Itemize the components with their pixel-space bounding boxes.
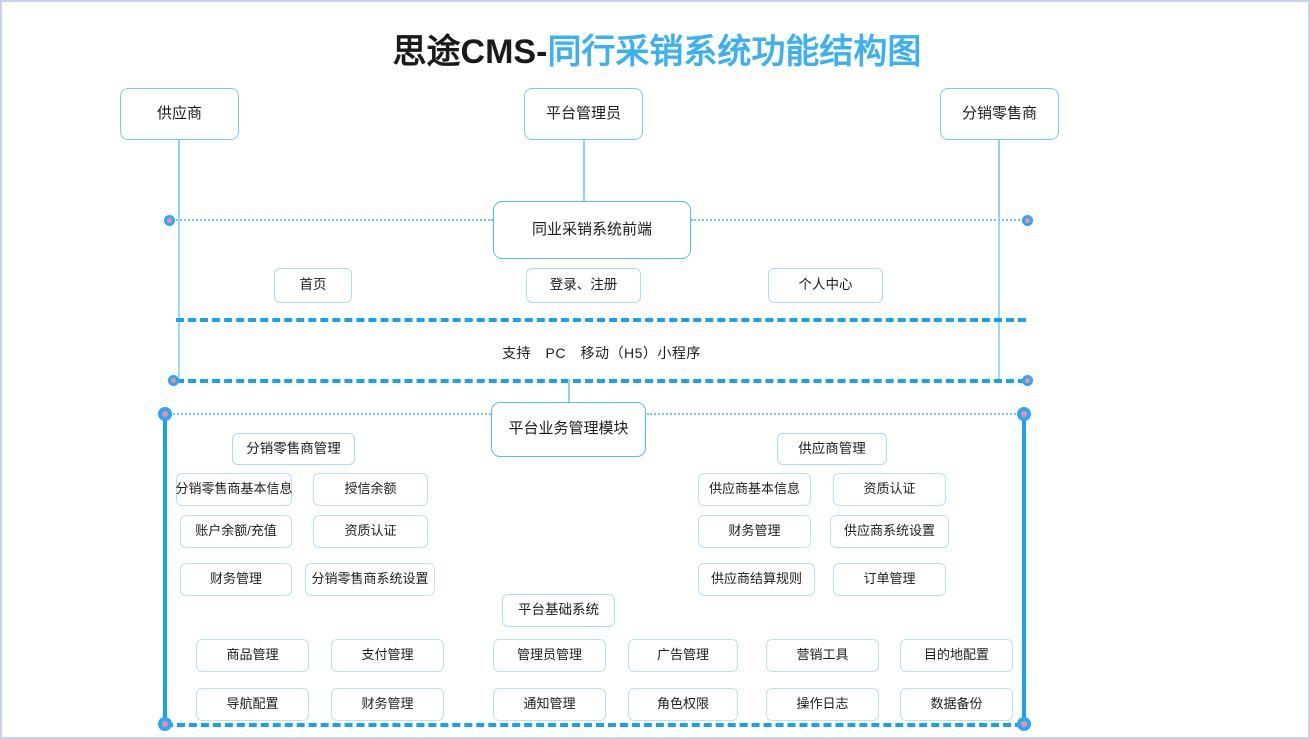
frontend-module-login-register[interactable]: 登录、注册 xyxy=(526,268,641,303)
region-frontend-top-left xyxy=(169,219,493,221)
region-platform-right-border xyxy=(1022,413,1026,724)
frontend-module-login-register-label: 登录、注册 xyxy=(549,277,618,293)
connector-admin-down xyxy=(583,140,585,202)
distributor-item-system-settings[interactable]: 分销零售商系统设置 xyxy=(305,563,435,596)
region-platform-marker-topleft xyxy=(159,408,171,420)
base-item-ad-management-label: 广告管理 xyxy=(656,647,709,663)
platform-hub-label: 平台业务管理模块 xyxy=(508,420,629,438)
region-platform-top-right xyxy=(647,413,1024,415)
supplier-item-qualification[interactable]: 资质认证 xyxy=(833,473,946,506)
role-label-platform-admin: 平台管理员 xyxy=(545,104,621,122)
region-frontend-marker-bottomleft xyxy=(168,375,178,385)
frontend-module-user-center-label: 个人中心 xyxy=(798,277,853,293)
base-item-finance-management-label: 财务管理 xyxy=(361,696,414,712)
connector-distributor-down xyxy=(998,140,1000,218)
group-title-distributor-label: 分销零售商管理 xyxy=(246,440,341,456)
group-title-base-system-label: 平台基础系统 xyxy=(518,602,599,618)
region-platform-top-left xyxy=(168,413,491,415)
region-frontend-right-border xyxy=(998,218,1000,380)
base-item-notice-management[interactable]: 通知管理 xyxy=(493,688,606,721)
supplier-item-finance-label: 财务管理 xyxy=(728,523,781,539)
page-title-blue: 同行采销系统功能结构图 xyxy=(547,33,922,71)
distributor-item-basic-info[interactable]: 分销零售商基本信息 xyxy=(175,473,293,506)
group-title-distributor[interactable]: 分销零售商管理 xyxy=(232,433,355,465)
role-box-supplier[interactable]: 供应商 xyxy=(120,88,239,140)
region-frontend-divider xyxy=(176,318,1026,322)
distributor-item-finance[interactable]: 财务管理 xyxy=(180,563,292,596)
distributor-item-system-settings-label: 分销零售商系统设置 xyxy=(311,571,429,587)
supplier-item-settlement-rule[interactable]: 供应商结算规则 xyxy=(698,563,815,596)
region-platform-marker-bottomright xyxy=(1018,718,1030,730)
distributor-item-finance-label: 财务管理 xyxy=(209,571,262,587)
distributor-item-qualification[interactable]: 资质认证 xyxy=(313,515,428,548)
supplier-item-basic-info-label: 供应商基本信息 xyxy=(708,481,800,497)
role-box-platform-admin[interactable]: 平台管理员 xyxy=(524,88,643,140)
base-item-destination-config[interactable]: 目的地配置 xyxy=(900,639,1013,672)
base-item-operation-log[interactable]: 操作日志 xyxy=(766,688,879,721)
region-frontend-top-right xyxy=(691,219,1027,221)
base-item-admin-management-label: 管理员管理 xyxy=(516,647,582,663)
distributor-item-account-balance[interactable]: 账户余额/充值 xyxy=(180,515,292,548)
base-item-marketing-tools[interactable]: 营销工具 xyxy=(766,639,879,672)
base-item-operation-log-label: 操作日志 xyxy=(796,696,849,712)
base-item-role-permission[interactable]: 角色权限 xyxy=(628,688,738,721)
platform-hub-box[interactable]: 平台业务管理模块 xyxy=(491,402,646,457)
supplier-item-order-management-label: 订单管理 xyxy=(863,571,916,587)
base-item-payment-management-label: 支付管理 xyxy=(361,647,414,663)
page-title: 思途CMS-同行采销系统功能结构图 xyxy=(2,24,1308,73)
base-item-destination-config-label: 目的地配置 xyxy=(923,647,989,663)
base-item-role-permission-label: 角色权限 xyxy=(656,696,709,712)
region-frontend-marker-topleft xyxy=(164,215,174,225)
supplier-item-settlement-rule-label: 供应商结算规则 xyxy=(710,571,802,587)
region-frontend-bottom xyxy=(176,379,1026,383)
frontend-hub-box[interactable]: 同业采销系统前端 xyxy=(493,201,691,259)
supplier-item-finance[interactable]: 财务管理 xyxy=(698,515,811,548)
supplier-item-basic-info[interactable]: 供应商基本信息 xyxy=(698,473,811,506)
supplier-item-order-management[interactable]: 订单管理 xyxy=(833,563,946,596)
role-box-distributor[interactable]: 分销零售商 xyxy=(940,88,1059,140)
base-item-data-backup[interactable]: 数据备份 xyxy=(900,688,1013,721)
distributor-item-qualification-label: 资质认证 xyxy=(344,523,397,539)
base-item-nav-config[interactable]: 导航配置 xyxy=(196,688,309,721)
distributor-item-account-balance-label: 账户余额/充值 xyxy=(195,523,277,539)
group-title-base-system[interactable]: 平台基础系统 xyxy=(502,594,615,627)
frontend-module-home[interactable]: 首页 xyxy=(274,268,352,303)
distributor-item-basic-info-label: 分销零售商基本信息 xyxy=(175,481,293,497)
base-item-admin-management[interactable]: 管理员管理 xyxy=(493,639,606,672)
supplier-item-system-settings[interactable]: 供应商系统设置 xyxy=(830,515,949,548)
base-item-ad-management[interactable]: 广告管理 xyxy=(628,639,738,672)
frontend-module-user-center[interactable]: 个人中心 xyxy=(768,268,883,303)
supplier-item-qualification-label: 资质认证 xyxy=(863,481,916,497)
role-label-distributor: 分销零售商 xyxy=(961,104,1037,122)
supplier-item-system-settings-label: 供应商系统设置 xyxy=(843,523,935,539)
base-item-product-management[interactable]: 商品管理 xyxy=(196,639,309,672)
base-item-notice-management-label: 通知管理 xyxy=(523,696,576,712)
role-label-supplier: 供应商 xyxy=(156,104,202,122)
frontend-module-home-label: 首页 xyxy=(299,277,327,293)
region-frontend-left-border xyxy=(178,218,180,380)
region-platform-left-border xyxy=(163,413,167,724)
connector-frontend-to-platform xyxy=(568,379,570,412)
base-item-marketing-tools-label: 营销工具 xyxy=(796,647,849,663)
region-platform-marker-topright xyxy=(1018,408,1030,420)
frontend-hub-label: 同业采销系统前端 xyxy=(531,220,652,238)
base-item-payment-management[interactable]: 支付管理 xyxy=(331,639,444,672)
base-item-nav-config-label: 导航配置 xyxy=(226,696,279,712)
page-title-dark: 思途CMS- xyxy=(392,33,548,71)
base-item-data-backup-label: 数据备份 xyxy=(930,696,983,712)
group-title-supplier[interactable]: 供应商管理 xyxy=(777,433,887,465)
support-platform-text: 支持 PC 移动（H5）小程序 xyxy=(502,345,701,361)
group-title-supplier-label: 供应商管理 xyxy=(798,440,866,456)
distributor-item-credit-balance-label: 授信余额 xyxy=(344,481,397,497)
region-frontend-marker-bottomright xyxy=(1022,375,1032,385)
region-platform-bottom xyxy=(165,723,1023,727)
connector-supplier-down xyxy=(178,140,180,218)
region-platform-marker-bottomleft xyxy=(159,718,171,730)
distributor-item-credit-balance[interactable]: 授信余额 xyxy=(313,473,428,506)
region-frontend-marker-topright xyxy=(1022,215,1032,225)
base-item-product-management-label: 商品管理 xyxy=(226,647,279,663)
base-item-finance-management[interactable]: 财务管理 xyxy=(331,688,444,721)
